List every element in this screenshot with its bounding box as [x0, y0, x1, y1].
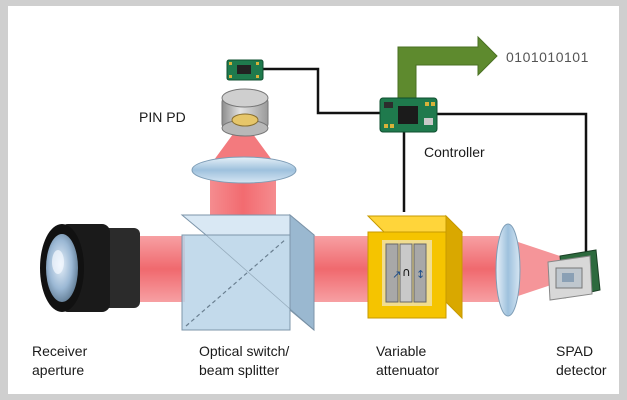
- variable-attenuator: ↗ ∩ ↕: [366, 214, 464, 320]
- pin-pd-circuit-board: [226, 59, 264, 81]
- svg-text:↗: ↗: [392, 268, 401, 281]
- data-output-arrow: [397, 35, 498, 99]
- spad-label-line1: SPAD: [556, 343, 594, 359]
- signal-wires: [263, 67, 588, 258]
- attenuator-label-line2: attenuator: [376, 362, 440, 378]
- optical-switch-label-line2: beam splitter: [199, 362, 280, 378]
- receiver-label-line2: aperture: [32, 362, 85, 378]
- controller-label: Controller: [424, 144, 485, 160]
- attenuator-label: Variable attenuator: [376, 342, 439, 380]
- attenuator-label-line1: Variable: [376, 343, 427, 359]
- spad-label-line2: detector: [556, 362, 607, 378]
- optical-switch-label: Optical switch/ beam splitter: [199, 342, 289, 380]
- receiver-aperture: [40, 224, 140, 312]
- receiver-label-line1: Receiver: [32, 343, 88, 359]
- focusing-lens-horizontal: [495, 223, 521, 317]
- focusing-lens-vertical: [191, 156, 297, 184]
- svg-text:∩: ∩: [402, 265, 411, 279]
- binary-output-label: 0101010101: [506, 49, 589, 65]
- pin-pd-label: PIN PD: [139, 109, 186, 125]
- pin-photodiode: [221, 88, 269, 137]
- optical-switch-label-line1: Optical switch/: [199, 343, 290, 359]
- spad-detector: [547, 249, 601, 301]
- beam-splitter-cube: [180, 213, 316, 332]
- receiver-aperture-label: Receiver aperture: [32, 342, 87, 380]
- controller-circuit-board: [379, 97, 438, 133]
- spad-label: SPAD detector: [556, 342, 607, 380]
- svg-text:↕: ↕: [416, 268, 425, 281]
